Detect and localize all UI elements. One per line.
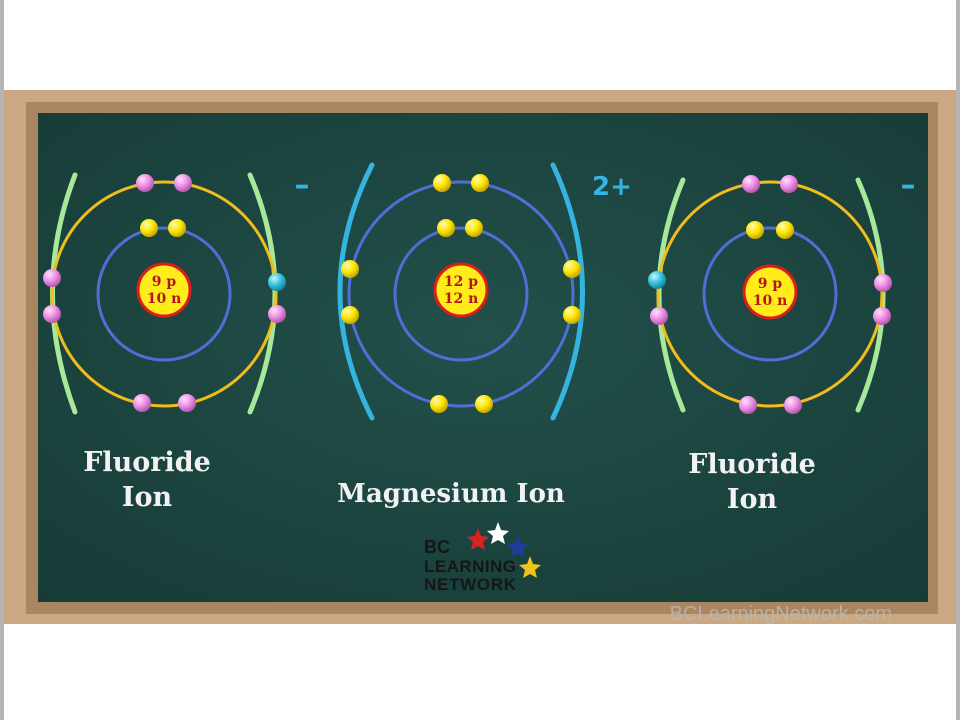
- ion-charge: –: [901, 168, 916, 203]
- logo-line2: LEARNING: [424, 557, 516, 576]
- electron: [433, 174, 451, 192]
- bc-learning-network-logo: BC LEARNING NETWORK: [424, 522, 541, 594]
- electron: [475, 395, 493, 413]
- logo-star-blue: [507, 535, 529, 557]
- nucleus: [136, 262, 192, 318]
- inner-shell: [96, 226, 232, 362]
- electron: [776, 221, 794, 239]
- gained-electron: [648, 271, 666, 289]
- electron: [563, 306, 581, 324]
- outer-shell: [50, 180, 278, 408]
- electron: [268, 305, 286, 323]
- left-window-edge: [0, 0, 4, 720]
- outer-shell: [347, 180, 575, 408]
- ion-charge: 2+: [592, 172, 632, 202]
- logo-line1: BC: [424, 537, 450, 557]
- electron: [563, 260, 581, 278]
- gained-electron: [268, 273, 286, 291]
- right-bracket: [550, 162, 585, 421]
- electron: [739, 396, 757, 414]
- electron: [133, 394, 151, 412]
- ion-name-line1: Fluoride: [688, 449, 816, 480]
- electron: [650, 307, 668, 325]
- electron: [136, 174, 154, 192]
- nucleus-neutrons: 12 n: [444, 291, 479, 307]
- ion-charge: –: [295, 168, 310, 203]
- electron: [465, 219, 483, 237]
- inner-shell: [702, 226, 838, 362]
- logo-star-white: [487, 522, 509, 544]
- electron: [174, 174, 192, 192]
- electron: [874, 274, 892, 292]
- electron: [140, 219, 158, 237]
- nucleus-protons: 12 p: [444, 274, 478, 290]
- electron: [780, 175, 798, 193]
- electron: [341, 260, 359, 278]
- nucleus-protons: 9 p: [758, 276, 783, 292]
- ion-name-line1: Fluoride: [83, 447, 211, 478]
- electron: [784, 396, 802, 414]
- electron: [43, 269, 61, 287]
- nucleus-neutrons: 10 n: [753, 293, 788, 309]
- electron: [178, 394, 196, 412]
- watermark: BCLearningNetwork.com: [670, 603, 892, 625]
- right-window-edge: [956, 0, 960, 720]
- electron: [873, 307, 891, 325]
- logo-line3: NETWORK: [424, 575, 517, 594]
- electron: [43, 305, 61, 323]
- inner-shell: [393, 226, 529, 362]
- ion-name: Magnesium Ion: [337, 479, 565, 509]
- ion-name-line2: Ion: [122, 482, 173, 513]
- electron: [341, 306, 359, 324]
- electron: [437, 219, 455, 237]
- ion-name-line2: Ion: [727, 484, 778, 515]
- left-bracket: [337, 162, 375, 421]
- logo-star-yellow: [519, 556, 541, 578]
- outer-shell: [656, 180, 884, 408]
- fluoride-ion-right: – 9 p 10 n Fluoride Ion: [648, 168, 916, 515]
- electron: [746, 221, 764, 239]
- electron: [742, 175, 760, 193]
- electron: [471, 174, 489, 192]
- logo-star-red: [467, 528, 489, 550]
- nucleus: [433, 262, 489, 318]
- nucleus-neutrons: 10 n: [147, 291, 182, 307]
- fluoride-ion-left: – 9 p 10 n Fluoride Ion: [43, 168, 310, 513]
- nucleus-protons: 9 p: [152, 274, 177, 290]
- electron: [430, 395, 448, 413]
- electron: [168, 219, 186, 237]
- magnesium-ion: 2+ 12 p 12 n Magnesium Ion: [337, 162, 632, 509]
- nucleus: [742, 264, 798, 320]
